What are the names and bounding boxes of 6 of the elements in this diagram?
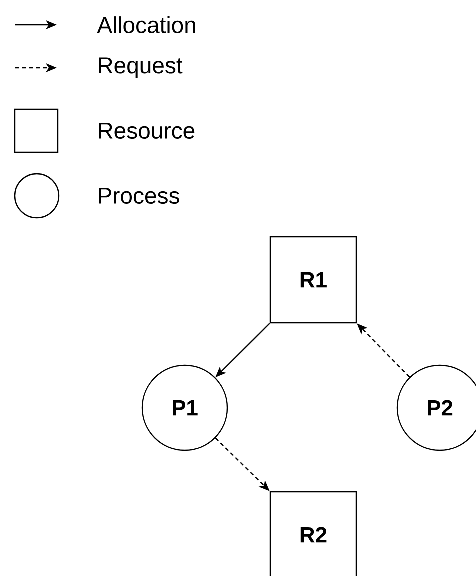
- legend-label: Resource: [99, 122, 195, 140]
- legend-label: Allocation: [97, 16, 196, 34]
- legend-label: Process: [99, 188, 180, 204]
- resource-box: R2: [270, 491, 358, 576]
- resource-box: R1: [270, 236, 358, 324]
- legend-label: Request: [99, 58, 183, 78]
